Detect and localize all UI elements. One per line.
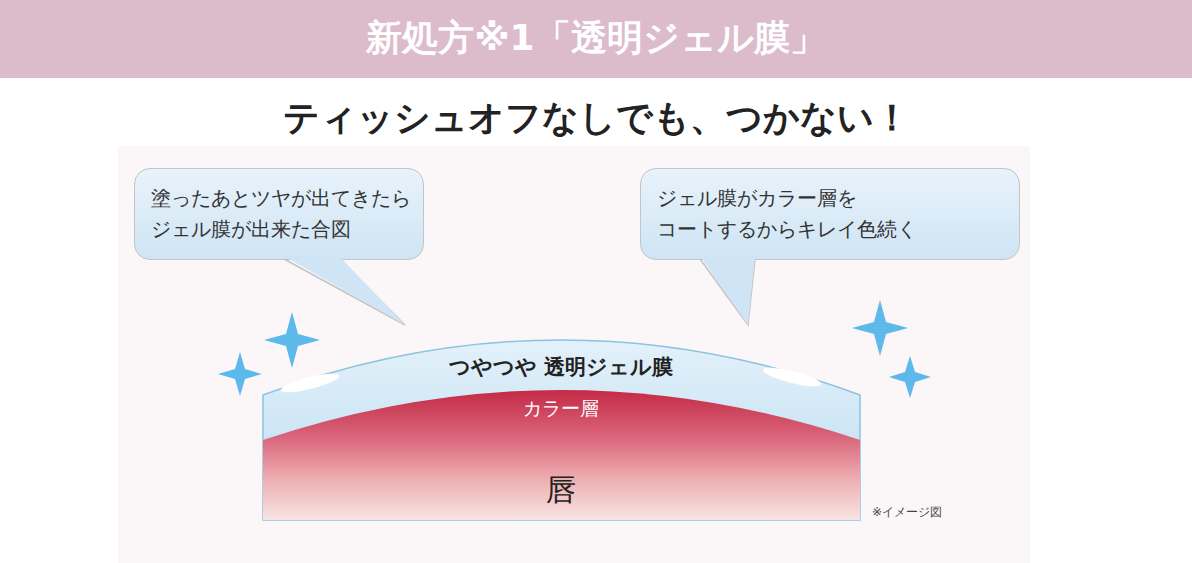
gloss-highlight xyxy=(279,370,340,396)
gel-film xyxy=(263,340,860,520)
layer-label: 唇 xyxy=(546,470,576,511)
subtitle: ティッシュオフなしでも、つかない！ xyxy=(0,92,1192,144)
layer-label: カラー層 xyxy=(523,396,599,422)
layer-text: カラー層 xyxy=(523,396,599,422)
callout-bubble: 塗ったあとツヤが出てきたら ジェル膜が出来た合図 xyxy=(134,168,424,260)
note: ※イメージ図 xyxy=(872,504,942,521)
layer-label: つやつや 透明ジェル膜 xyxy=(449,353,673,381)
callout-text: 塗ったあとツヤが出てきたら ジェル膜が出来た合図 xyxy=(151,183,407,245)
gloss-highlight xyxy=(761,364,822,390)
layer-text: つやつや 透明ジェル膜 xyxy=(449,353,673,381)
title-band xyxy=(0,0,1192,78)
title: 新処方※1「透明ジェル膜」 xyxy=(0,10,1192,66)
sparkles xyxy=(218,300,931,398)
callout-text: ジェル膜がカラー層を コートするからキレイ色続く xyxy=(657,183,1003,245)
layer-text: 唇 xyxy=(546,470,576,511)
figure-ground xyxy=(118,146,1030,563)
color-layer xyxy=(263,390,860,520)
callout-bubble: ジェル膜がカラー層を コートするからキレイ色続く xyxy=(640,168,1020,260)
